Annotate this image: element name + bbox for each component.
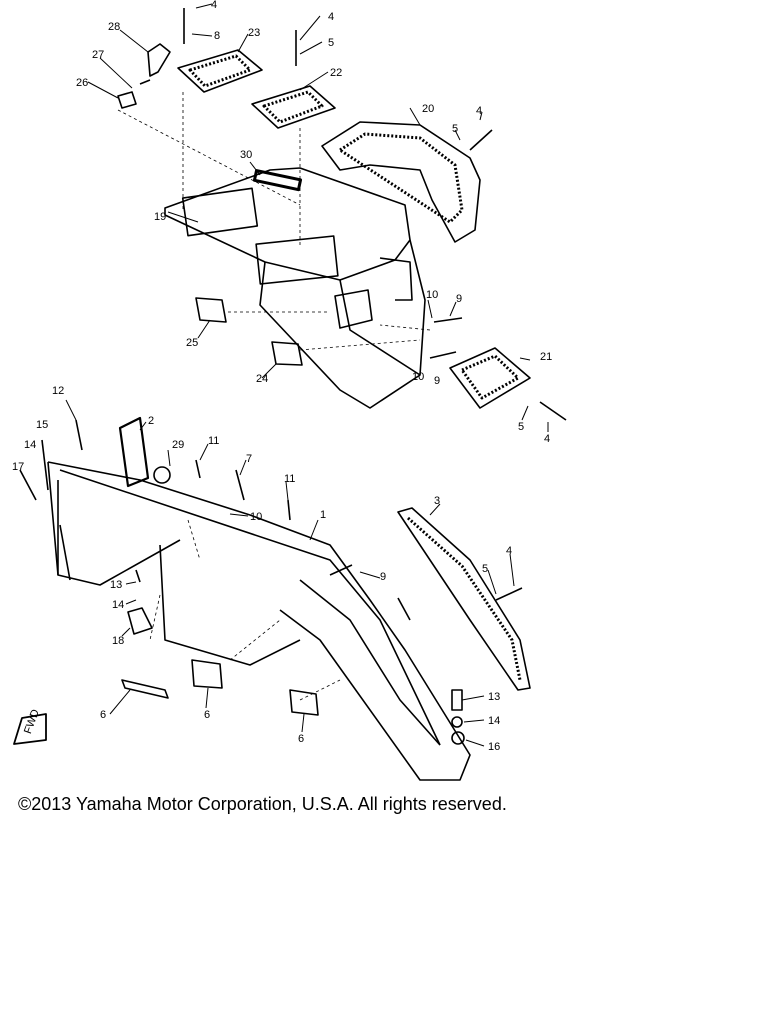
callout-19: 19 (154, 211, 166, 223)
bracket-6c (289, 689, 319, 716)
fwd-label: FWD (22, 708, 42, 736)
vent-cover-20 (321, 121, 481, 243)
callout-25: 25 (186, 337, 198, 349)
callout-5: 5 (482, 563, 488, 575)
callout-6: 6 (204, 709, 210, 721)
callout-20: 20 (422, 103, 434, 115)
callout-21: 21 (540, 351, 552, 363)
bolts (19, 8, 567, 621)
callout-10: 10 (426, 289, 438, 301)
callout-4: 4 (328, 11, 334, 23)
callout-28: 28 (108, 21, 120, 33)
callout-labels: 4 8 28 23 27 26 4 5 22 20 4 5 30 19 25 2… (12, 0, 552, 753)
callout-6: 6 (100, 709, 106, 721)
callout-9: 9 (456, 293, 462, 305)
vent-cover-22 (251, 85, 336, 129)
callout-27: 27 (92, 49, 104, 61)
leader-lines (117, 92, 431, 701)
callout-5: 5 (328, 37, 334, 49)
callout-1: 1 (320, 509, 326, 521)
callout-11: 11 (208, 435, 219, 447)
lower-frame-1 (47, 461, 471, 781)
callout-3: 3 (434, 495, 440, 507)
callout-2: 2 (148, 415, 154, 427)
grommet-29 (153, 466, 171, 484)
callout-6: 6 (298, 733, 304, 745)
clip-25 (195, 297, 227, 323)
callout-22: 22 (330, 67, 342, 79)
vent-2 (118, 416, 150, 488)
callout-5: 5 (518, 421, 524, 433)
callout-4: 4 (506, 545, 512, 557)
vent-cover-23 (177, 49, 263, 93)
callout-13: 13 (110, 579, 122, 591)
callout-9: 9 (380, 571, 386, 583)
grille-30 (252, 169, 303, 192)
upper-shroud-19 (164, 167, 426, 409)
callout-29: 29 (172, 439, 184, 451)
callout-10: 10 (412, 371, 424, 383)
callout-10: 10 (250, 511, 262, 523)
callout-12: 12 (52, 385, 64, 397)
callout-pointers (65, 3, 549, 747)
vent-cover-21 (449, 347, 531, 409)
side-panel-3 (397, 507, 531, 691)
callout-26: 26 (76, 77, 88, 89)
knob-assembly (117, 43, 171, 109)
callout-23: 23 (248, 27, 260, 39)
callout-4: 4 (544, 433, 550, 445)
callout-7: 7 (246, 453, 252, 465)
fwd-arrow-icon (13, 713, 47, 745)
callout-13: 13 (488, 691, 500, 703)
hardware-stack (451, 689, 465, 745)
callout-8: 8 (214, 30, 220, 42)
callout-14: 14 (112, 599, 124, 611)
callout-4: 4 (476, 105, 482, 117)
bracket-18 (127, 607, 153, 635)
callout-16: 16 (488, 741, 500, 753)
bracket-6b (191, 659, 223, 689)
clip-24 (271, 341, 303, 366)
callout-4: 4 (211, 0, 217, 11)
callout-18: 18 (112, 635, 124, 647)
callout-9: 9 (434, 375, 440, 387)
bracket-6a (121, 679, 169, 699)
callout-14: 14 (488, 715, 500, 727)
parts-diagram: 4 8 28 23 27 26 4 5 22 20 4 5 30 19 25 2… (12, 0, 567, 781)
copyright-notice: ©2013 Yamaha Motor Corporation, U.S.A. A… (18, 794, 507, 814)
callout-14: 14 (24, 439, 36, 451)
callout-5: 5 (452, 123, 458, 135)
callout-24: 24 (256, 373, 268, 385)
callout-15: 15 (36, 419, 48, 431)
callout-11: 11 (284, 473, 295, 485)
callout-30: 30 (240, 149, 252, 161)
callout-17: 17 (12, 461, 24, 473)
